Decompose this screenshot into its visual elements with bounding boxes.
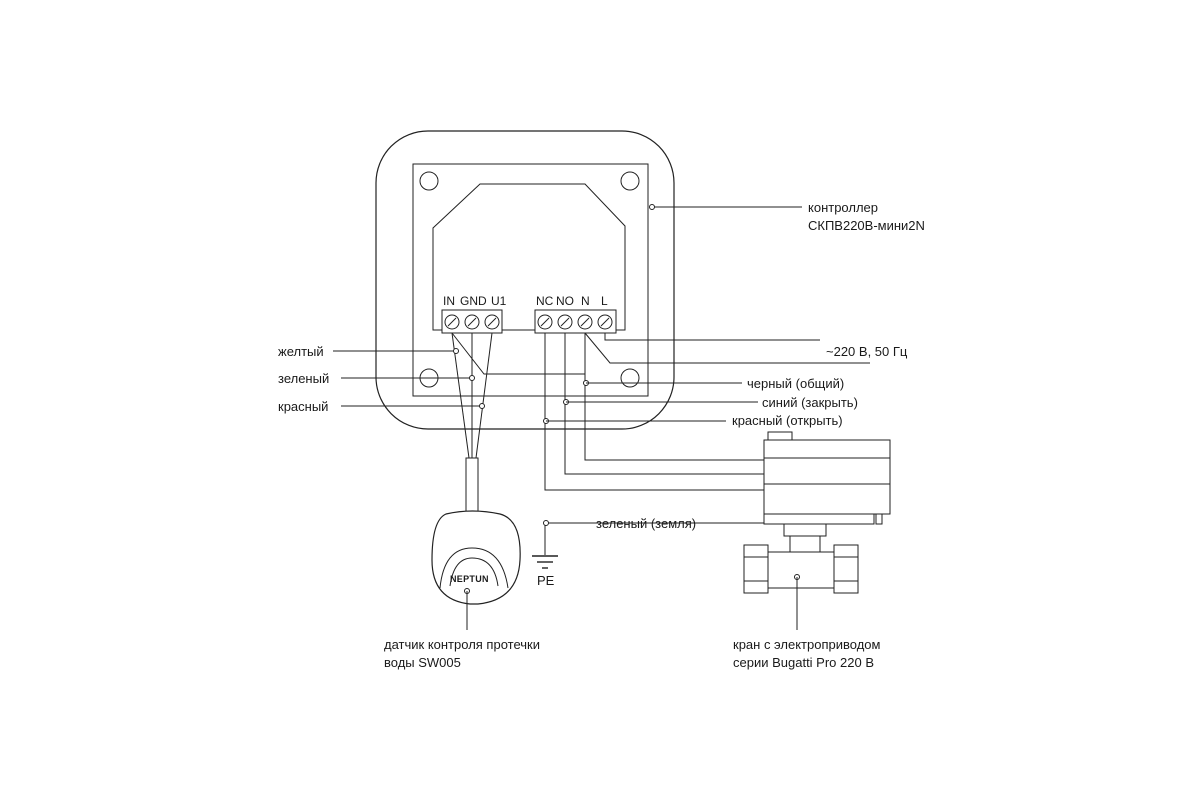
sensor-label-line2: воды SW005	[384, 655, 461, 670]
power-lines	[584, 332, 870, 364]
terminal-label-nc: NC	[536, 294, 554, 308]
wire-label-blue-close: синий (закрыть)	[762, 395, 858, 410]
screw-terminal-nc	[537, 314, 553, 330]
sensor-label-line1: датчик контроля протечки	[384, 637, 540, 652]
wire-label-red-open: красный (открыть)	[732, 413, 843, 428]
wire-label-black-common: черный (общий)	[747, 376, 845, 391]
terminal-label-u1: U1	[491, 294, 507, 308]
ground-label: PE	[537, 573, 555, 588]
power-label: ~220 В, 50 Гц	[826, 344, 908, 359]
sensor-brand-logo: NEPTUN	[450, 574, 489, 584]
screw-terminal-n	[577, 314, 593, 330]
valve-label-line1: кран с электроприводом	[733, 637, 881, 652]
screw-terminal-in	[444, 314, 460, 330]
valve-wires	[543, 333, 766, 555]
screw-terminal-u1	[484, 314, 500, 330]
controller-housing	[375, 130, 675, 430]
screw-terminal-l	[597, 314, 613, 330]
ground-symbol	[532, 555, 558, 569]
wire-label-ground: зеленый (земля)	[596, 516, 697, 531]
terminal-label-in: IN	[443, 294, 455, 308]
controller-label-line1: контроллер	[808, 200, 879, 215]
leak-sensor	[431, 457, 521, 630]
wire-label-yellow: желтый	[278, 344, 324, 359]
wire-label-green: зеленый	[278, 371, 330, 386]
terminal-label-l: L	[601, 294, 608, 308]
terminal-block-right	[534, 309, 617, 334]
terminal-block-left	[441, 309, 503, 334]
terminal-label-n: N	[581, 294, 590, 308]
valve-label-line2: серии Bugatti Pro 220 В	[733, 655, 874, 670]
screw-terminal-gnd	[464, 314, 480, 330]
terminal-label-gnd: GND	[460, 294, 487, 308]
wire-label-red: красный	[278, 399, 329, 414]
motorized-valve	[743, 431, 891, 630]
controller-label-line2: СКПВ220В-мини2N	[808, 218, 925, 233]
controller-pointer	[649, 204, 802, 210]
screw-terminal-no	[557, 314, 573, 330]
terminal-label-no: NO	[556, 294, 574, 308]
